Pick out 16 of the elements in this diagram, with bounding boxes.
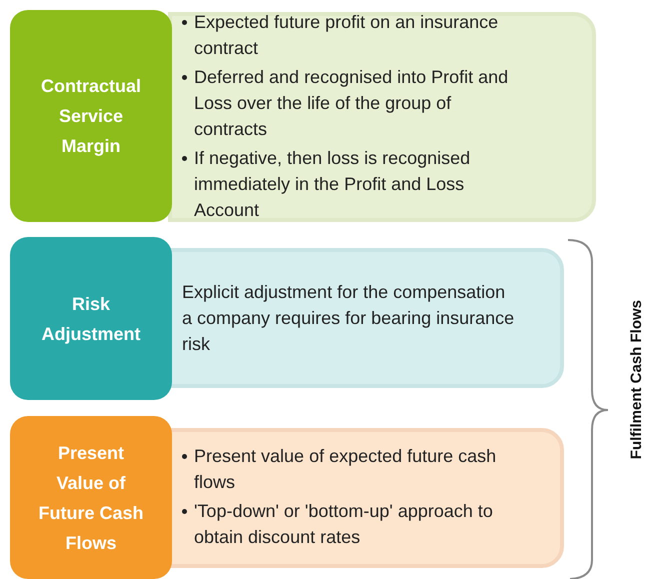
label-box — [10, 237, 172, 400]
row-title: Contractual Service Margin — [40, 75, 142, 158]
bracket-label: Fulfilment Cash Flows — [628, 300, 645, 460]
row-title: Risk Adjustment — [40, 292, 142, 346]
bullet-item: 'Top-down' or 'bottom-up' approach to obtain discount rates — [194, 501, 493, 547]
bullet-item: Deferred and recognised into Profit and Loss over the life of the group of contracts — [194, 66, 508, 138]
description-box — [168, 248, 564, 388]
label-box — [10, 10, 172, 222]
description-box — [168, 428, 564, 568]
bullet-item: If negative, then loss is recognised immediately in the Profit and Loss Account — [194, 148, 470, 220]
bullet-item: Expected future profit on an insurance contract — [194, 12, 498, 58]
label-box — [10, 416, 172, 579]
description-text: Explicit adjustment for the compensation a company requires for bearing insurance risk — [182, 281, 516, 356]
bullet-item: Present value of expected future cash flows — [194, 446, 496, 492]
description-box — [168, 12, 596, 222]
row-title: Present Value of Future Cash Flows — [37, 442, 144, 554]
